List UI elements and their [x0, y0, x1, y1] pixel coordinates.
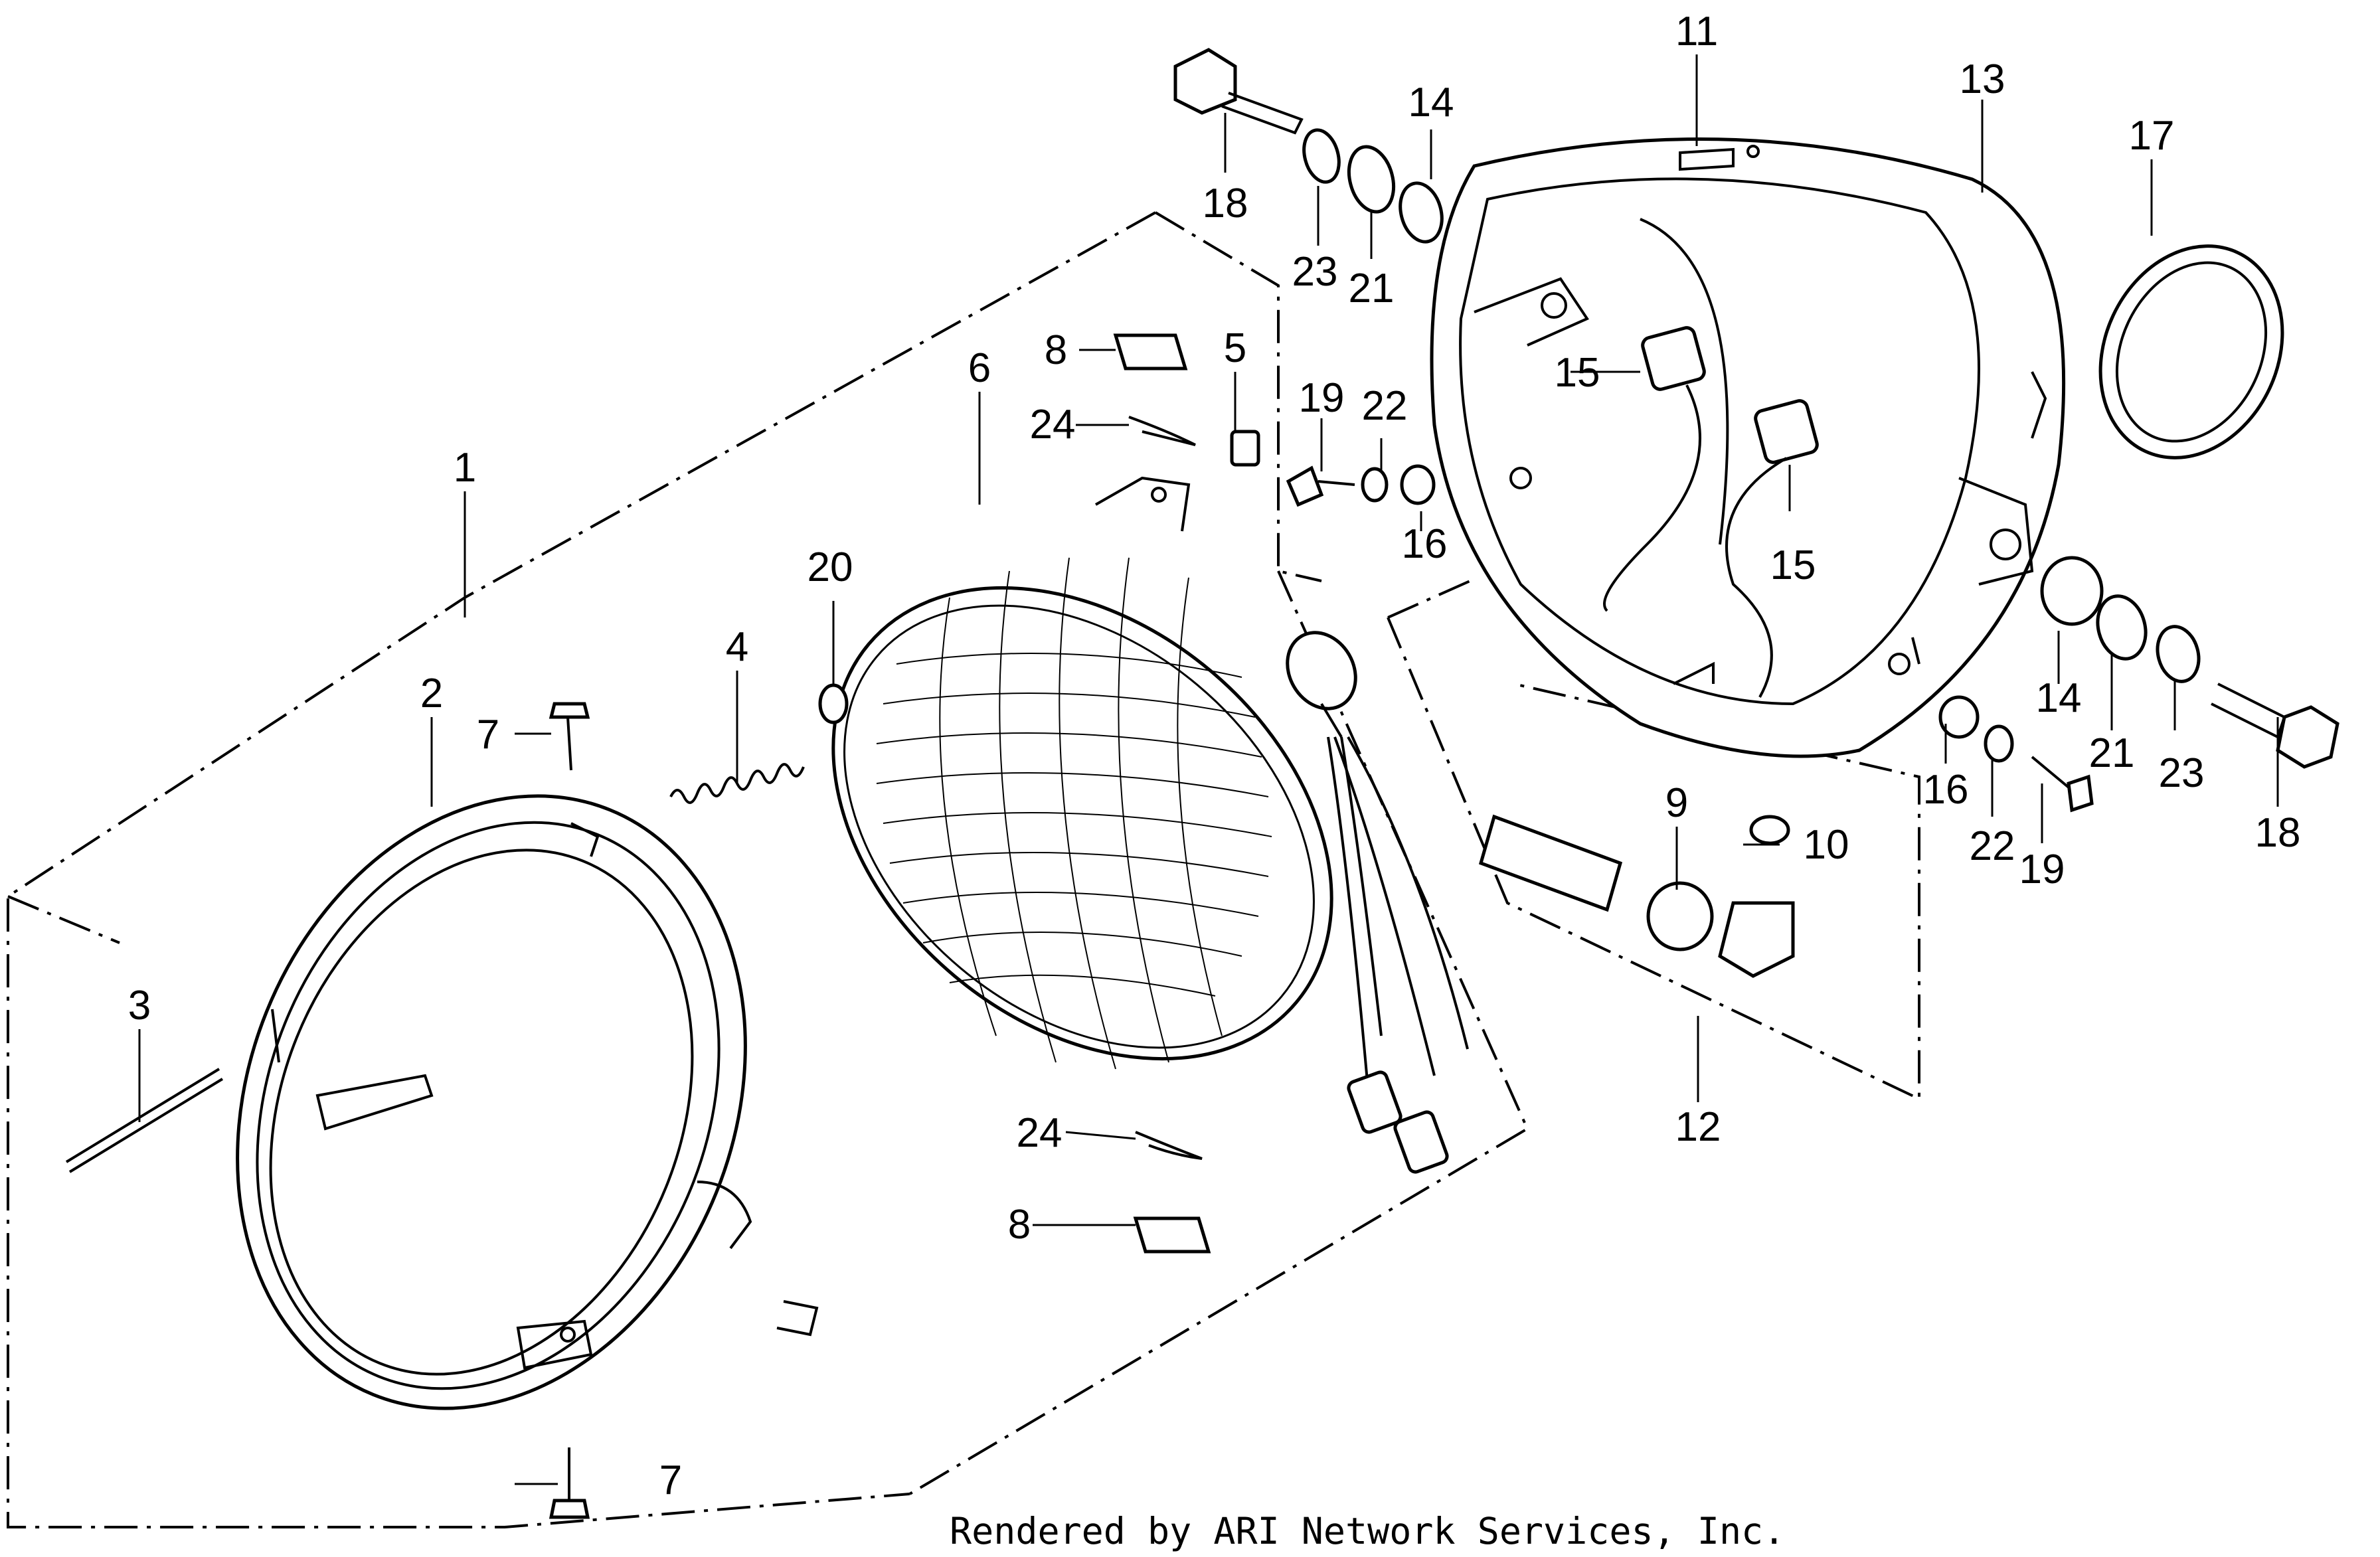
callout-18-lower: 18 — [2255, 810, 2301, 856]
callout-16-upper: 16 — [1402, 521, 1448, 567]
callout-5: 5 — [1224, 325, 1246, 371]
callout-13: 13 — [1960, 56, 2005, 102]
callout-11: 11 — [1675, 9, 1718, 54]
callout-12: 12 — [1675, 1104, 1721, 1150]
callout-22-lower: 22 — [1970, 823, 2015, 869]
callout-6: 6 — [968, 345, 991, 391]
callout-23-upper: 23 — [1292, 249, 1338, 295]
leader-lines — [138, 54, 2279, 1485]
callout-16-lower: 16 — [1923, 767, 1969, 813]
callout-18-upper: 18 — [1203, 181, 1248, 226]
callout-22-upper: 22 — [1362, 383, 1408, 429]
lens-pattern — [876, 557, 1272, 1070]
callout-15-lower: 15 — [1770, 542, 1816, 588]
callout-15-upper: 15 — [1555, 350, 1600, 396]
callout-10: 10 — [1804, 822, 1849, 868]
callout-17: 17 — [2129, 113, 2175, 159]
callout-8-lower: 8 — [1008, 1202, 1031, 1248]
callout-labels: 1 2 3 4 5 6 7 7 8 8 9 10 11 12 13 14 14 … — [128, 9, 2301, 1503]
callout-19-lower: 19 — [2019, 847, 2065, 892]
headlight-rim — [236, 794, 819, 1410]
callout-24-upper: 24 — [1030, 402, 1076, 448]
callout-2: 2 — [420, 671, 443, 716]
callout-3: 3 — [128, 983, 151, 1028]
callout-1: 1 — [454, 445, 476, 491]
callout-23-lower: 23 — [2159, 750, 2205, 796]
assembly-boundary-12 — [1387, 576, 1920, 1102]
callout-20: 20 — [808, 544, 853, 590]
sealed-beam-unit — [831, 476, 1469, 1174]
callout-14-lower: 14 — [2036, 675, 2082, 721]
callout-24-lower: 24 — [1017, 1110, 1062, 1156]
footer-credit: Rendered by ARI Network Services, Inc. — [950, 1510, 1785, 1552]
callout-4: 4 — [726, 624, 748, 670]
callout-7-upper: 7 — [477, 712, 499, 758]
case-ring — [2098, 244, 2284, 459]
callout-19-upper: 19 — [1299, 375, 1345, 421]
headlight-case — [1430, 137, 2066, 758]
callout-9: 9 — [1665, 780, 1688, 826]
callout-21-upper: 21 — [1349, 266, 1395, 311]
callout-7-lower: 7 — [659, 1457, 682, 1503]
callout-21-lower: 21 — [2089, 730, 2135, 776]
callout-14-upper: 14 — [1408, 80, 1454, 125]
callout-8-upper: 8 — [1045, 327, 1067, 373]
assembly-boundary-1 — [7, 211, 1529, 1528]
